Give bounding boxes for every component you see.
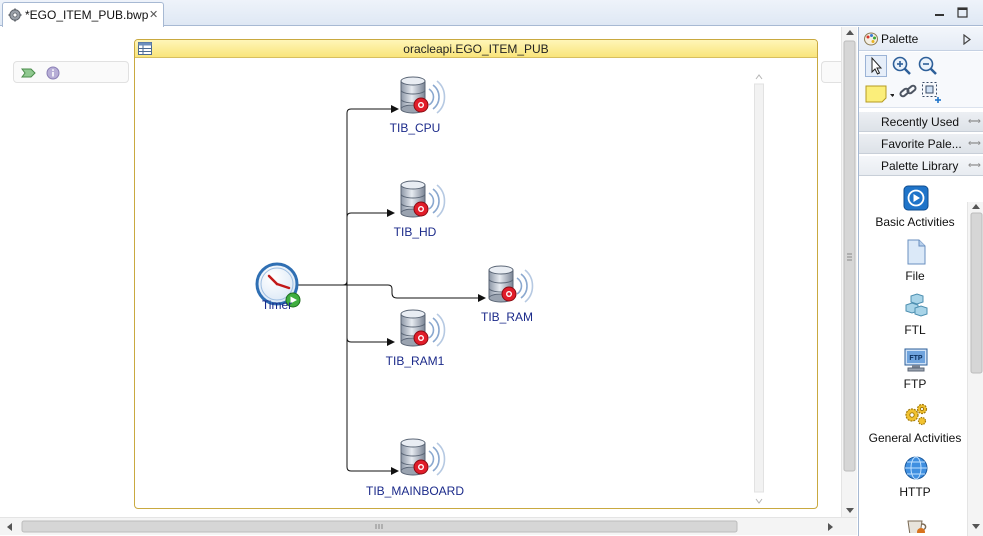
palette-item-partial[interactable] bbox=[859, 511, 971, 533]
link-tool-icon[interactable] bbox=[897, 81, 919, 103]
palette-item-label: Basic Activities bbox=[875, 215, 955, 229]
drawer-favorite-palette[interactable]: Favorite Pale... ⟺ bbox=[859, 134, 983, 154]
zoom-in-icon[interactable] bbox=[891, 55, 913, 77]
palette-header: Palette bbox=[859, 27, 983, 51]
tib-ram-label: TIB_RAM bbox=[480, 310, 533, 324]
tib-cpu-label: TIB_CPU bbox=[389, 121, 441, 135]
transition-tib-hd[interactable] bbox=[346, 209, 395, 285]
process-title: oracleapi.EGO_ITEM_PUB bbox=[403, 42, 549, 56]
select-tool-icon[interactable] bbox=[865, 55, 887, 77]
palette-item-label: FTL bbox=[904, 323, 926, 337]
basic-activities-icon bbox=[903, 185, 929, 211]
palette-collapse-icon[interactable] bbox=[963, 34, 972, 45]
tib-mainboard-label: TIB_MAINBOARD bbox=[365, 484, 464, 498]
note-tool-icon[interactable] bbox=[864, 82, 894, 104]
palette-scroll-thumb[interactable] bbox=[970, 212, 983, 374]
tib-cpu-activity-icon[interactable] bbox=[400, 76, 446, 114]
java-cup-icon bbox=[907, 520, 927, 533]
drawer-palette-library[interactable]: Palette Library ⟺ bbox=[859, 156, 983, 176]
drawer-label: Palette Library bbox=[881, 159, 959, 173]
file-icon bbox=[907, 239, 926, 265]
globe-icon bbox=[904, 456, 928, 480]
pin-icon[interactable]: ⟺ bbox=[968, 160, 981, 170]
palette-panel: Palette bbox=[858, 27, 983, 536]
palette-tools bbox=[859, 52, 983, 108]
process-gear-icon bbox=[8, 8, 22, 22]
palette-scrollbar[interactable] bbox=[967, 202, 983, 536]
marquee-tool-icon[interactable] bbox=[921, 81, 943, 103]
tib-ram-activity-icon[interactable] bbox=[488, 265, 534, 303]
editor-horizontal-scrollbar[interactable] bbox=[0, 517, 857, 535]
transition-tib-mainboard[interactable] bbox=[346, 338, 399, 475]
editor-vertical-scrollbar[interactable] bbox=[841, 27, 857, 517]
editor-tab-bar: *EGO_ITEM_PUB.bwp ✕ bbox=[0, 0, 983, 27]
transitions bbox=[298, 105, 486, 475]
tib-hd-activity-icon[interactable] bbox=[400, 180, 446, 218]
editor-tab[interactable]: *EGO_ITEM_PUB.bwp ✕ bbox=[2, 2, 164, 27]
tib-hd-label: TIB_HD bbox=[393, 225, 437, 239]
scroll-right-icon[interactable] bbox=[828, 523, 833, 531]
table-icon bbox=[138, 42, 152, 55]
maximize-icon[interactable] bbox=[956, 6, 969, 19]
ftp-icon: FTP bbox=[904, 348, 928, 372]
tag-arrow-icon[interactable] bbox=[21, 67, 37, 79]
zoom-out-icon[interactable] bbox=[917, 55, 939, 77]
drawer-label: Recently Used bbox=[881, 115, 960, 129]
timer-label: Timer bbox=[261, 298, 293, 312]
pin-icon[interactable]: ⟺ bbox=[968, 138, 981, 148]
scroll-left-icon[interactable] bbox=[7, 523, 12, 531]
scroll-down-icon[interactable] bbox=[972, 524, 980, 529]
palette-color-icon bbox=[864, 32, 878, 46]
drawer-recently-used[interactable]: Recently Used ⟺ bbox=[859, 112, 983, 132]
drawer-label: Favorite Pale... bbox=[881, 137, 962, 151]
process-canvas bbox=[255, 76, 534, 476]
left-collapsed-panel[interactable] bbox=[13, 61, 129, 83]
editor-vscroll-thumb[interactable] bbox=[843, 40, 856, 472]
gears-icon bbox=[905, 403, 928, 426]
palette-item-label: General Activities bbox=[868, 431, 962, 445]
ftl-icon bbox=[905, 293, 928, 317]
transition-tib-cpu[interactable] bbox=[298, 105, 399, 286]
close-tab-icon[interactable]: ✕ bbox=[149, 9, 159, 21]
process-header: oracleapi.EGO_ITEM_PUB bbox=[135, 40, 817, 58]
palette-item-label: File bbox=[905, 269, 925, 283]
process-inner-scrollbar[interactable] bbox=[754, 74, 764, 504]
pin-icon[interactable]: ⟺ bbox=[968, 116, 981, 126]
scroll-down-icon[interactable] bbox=[846, 508, 854, 513]
info-icon[interactable] bbox=[46, 66, 60, 80]
tib-ram1-label: TIB_RAM1 bbox=[385, 354, 445, 368]
palette-item-label: FTP bbox=[903, 377, 927, 391]
process-container: oracleapi.EGO_ITEM_PUB bbox=[134, 39, 818, 509]
transition-tib-ram1[interactable] bbox=[346, 285, 395, 346]
tib-mainboard-activity-icon[interactable] bbox=[400, 438, 446, 476]
scroll-up-icon[interactable] bbox=[846, 30, 854, 35]
palette-title: Palette bbox=[881, 32, 919, 46]
transition-tib-ram[interactable] bbox=[298, 284, 486, 302]
right-collapsed-panel[interactable] bbox=[821, 61, 841, 83]
minimize-icon[interactable] bbox=[933, 6, 946, 19]
timer-start-icon[interactable] bbox=[255, 262, 301, 308]
palette-item-label: HTTP bbox=[899, 485, 931, 499]
scroll-up-icon[interactable] bbox=[972, 204, 980, 209]
editor-tab-title: *EGO_ITEM_PUB.bwp bbox=[25, 8, 149, 22]
tib-ram1-activity-icon[interactable] bbox=[400, 309, 446, 347]
ftp-badge-text: FTP bbox=[909, 355, 923, 362]
process-editor: oracleapi.EGO_ITEM_PUB bbox=[0, 27, 857, 535]
